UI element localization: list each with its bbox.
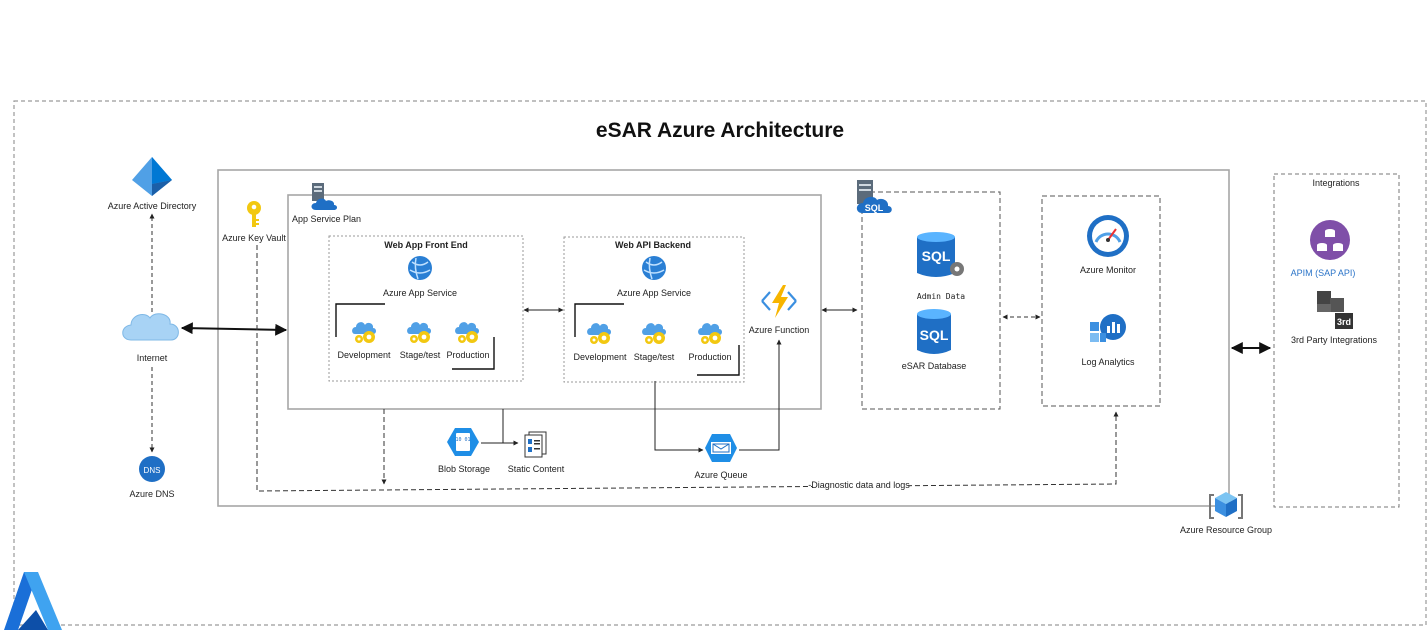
backend-service-label: Azure App Service [617,288,691,298]
esar-database-icon: SQL [917,309,951,354]
apim-label: APIM (SAP API) [1291,268,1356,278]
azure-queue-icon [705,434,737,462]
be-slot-production: Production [688,352,731,362]
admin-sql-icon: SQL [917,232,964,277]
dns-icon: DNS [139,456,165,482]
azure-monitor-label: Azure Monitor [1080,265,1136,275]
outer-boundary [13,100,1427,626]
diagnostic-label: -Diagnostic data and logs [808,480,910,490]
blob-icon-text: 10 01 [455,437,470,443]
sql-server-icon-text: SQL [865,203,884,213]
integrations-box [1273,173,1400,508]
third-party-icon: 3rd [1317,291,1353,329]
app-service-plan-label: App Service Plan [292,214,361,224]
fe-slot-development: Development [337,350,391,360]
backend-app-service-icon [642,256,666,280]
queue-function-connector [739,339,782,451]
internet-cloud-icon [122,313,179,341]
front-end-app-service-icon [408,256,432,280]
third-party-badge: 3rd [1337,317,1351,327]
resource-group-icon [1209,492,1243,519]
azure-active-directory-icon [132,157,172,196]
app-service-plan-icon [311,183,337,210]
key-vault-label: Azure Key Vault [222,233,286,243]
static-content-icon [524,431,547,458]
dns-label: Azure DNS [129,489,174,499]
azure-function-label: Azure Function [749,325,810,335]
azure-logo-icon [4,572,62,630]
azure-queue-label: Azure Queue [694,470,747,480]
admin-data-label: Admin Data [917,292,965,301]
app-service-plan-box [287,194,822,410]
key-vault-icon [247,201,261,227]
aad-label: Azure Active Directory [108,201,197,211]
azure-monitor-icon [1087,215,1129,257]
backend-bracket-left [574,303,624,337]
sql-server-icon: SQL [856,180,892,213]
front-end-bracket-right [452,337,495,370]
azure-function-icon [761,285,797,318]
be-slot-development: Development [573,352,627,362]
resource-group-label: Azure Resource Group [1180,525,1272,535]
monitoring-box [1041,195,1161,407]
front-end-service-label: Azure App Service [383,288,457,298]
log-analytics-icon [1090,314,1126,342]
apim-icon [1310,220,1350,260]
diagram-title: eSAR Azure Architecture [596,119,844,142]
esar-sql-icon-text: SQL [920,327,949,343]
fe-slot-production: Production [446,350,489,360]
fe-slot-stage: Stage/test [400,350,441,360]
backend-queue-connector [654,381,704,453]
be-slot-stage: Stage/test [634,352,675,362]
front-end-title: Web App Front End [384,240,468,250]
dns-icon-text: DNS [144,466,161,475]
static-content-label: Static Content [508,464,565,474]
integrations-title: Integrations [1312,178,1360,188]
backend-title: Web API Backend [615,240,691,250]
front-end-box [328,235,524,382]
esar-database-label: eSAR Database [902,361,967,371]
internet-label: Internet [137,353,168,363]
backend-box [563,236,745,383]
blob-storage-icon: 10 01 [447,428,479,456]
log-analytics-label: Log Analytics [1081,357,1135,367]
front-end-bracket-left [335,303,385,337]
backend-bracket-right [697,345,740,376]
third-party-label: 3rd Party Integrations [1291,335,1378,345]
internet-app-connector [180,322,288,336]
diagnostic-connector [256,245,1119,492]
data-box [861,191,1001,410]
admin-sql-icon-text: SQL [922,248,951,264]
diagnostic-label-bg [812,480,908,490]
blob-storage-label: Blob Storage [438,464,490,474]
